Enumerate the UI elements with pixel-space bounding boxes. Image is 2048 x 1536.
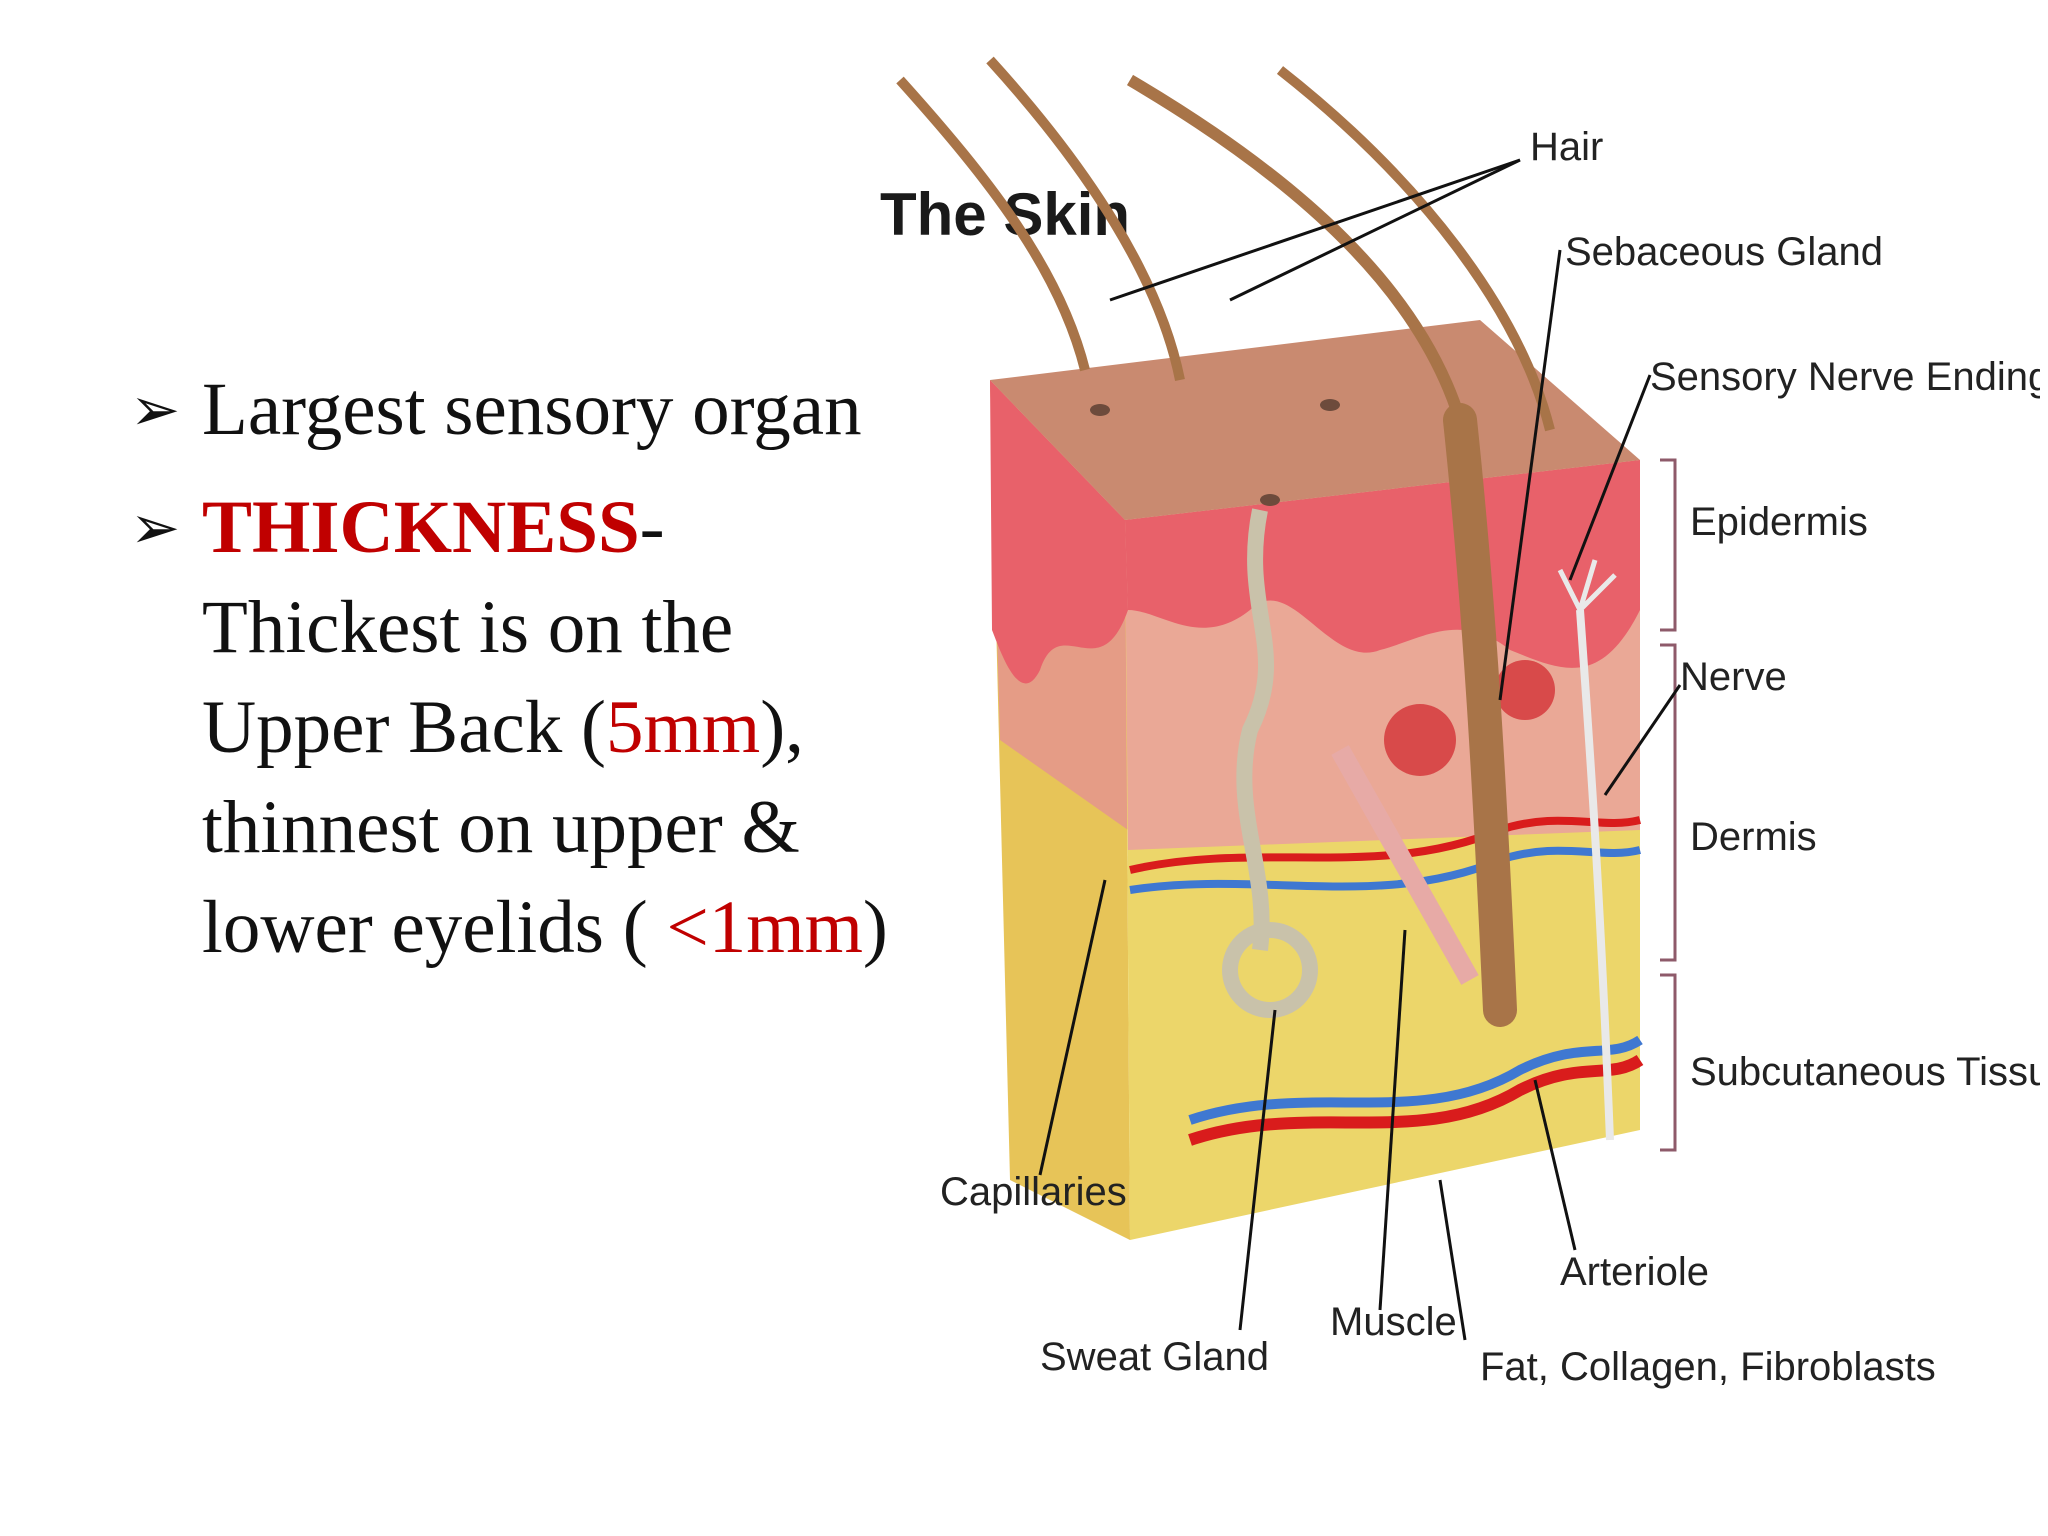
bullet-text: THICKNESS- Thickest is on the Upper Back… (202, 478, 890, 978)
label-epidermis: Epidermis (1690, 500, 1868, 544)
vein-deep (1188, 1035, 1643, 1125)
thickness-term: THICKNESS (202, 486, 640, 569)
dermis-bracket (1660, 643, 1677, 962)
label-sebaceous-gland: Sebaceous Gland (1565, 230, 1883, 274)
thickness-text-2: ), thinnest on upper & lower eyelids ( (202, 686, 804, 969)
hair-strands (896, 56, 1555, 432)
sebaceous-leader (1498, 249, 1562, 701)
label-arteriole: Arteriole (1560, 1250, 1709, 1294)
epidermis-side (990, 380, 1128, 684)
subcutaneous-bracket (1660, 973, 1677, 1152)
bullet-text: Largest sensory organ (202, 368, 862, 451)
label-hair: Hair (1530, 125, 1603, 169)
epidermis-bracket (1660, 458, 1677, 632)
vein-dermis (1129, 846, 1641, 894)
bullet-list: ➢ Largest sensory organ ➢ THICKNESS- Thi… (130, 360, 890, 996)
label-dermis: Dermis (1690, 815, 1817, 859)
thickness-text-3: ) (862, 886, 888, 969)
pore (1260, 494, 1280, 506)
pore (1090, 404, 1110, 416)
sensory-leader (1568, 374, 1652, 581)
nerve-ending (1557, 559, 1617, 612)
label-nerve: Nerve (1680, 655, 1787, 699)
hair-strand (896, 76, 1090, 372)
hair-strand (986, 56, 1185, 381)
nerve-fiber (1576, 609, 1614, 1141)
sweat-gland-coil (1222, 922, 1318, 1018)
hair-strand (1126, 74, 1466, 422)
thickness-dash: - (639, 486, 665, 569)
hair-leader (1109, 158, 1521, 302)
bullet-thickness: ➢ THICKNESS- Thickest is on the Upper Ba… (130, 478, 890, 978)
hair-leader (1229, 158, 1521, 302)
thickness-text-1: Thickest is on the Upper Back ( (202, 586, 734, 769)
artery-deep (1188, 1054, 1644, 1146)
label-muscle: Muscle (1330, 1300, 1457, 1344)
leader-lines (1038, 158, 1682, 1341)
sweat-duct (1236, 508, 1275, 951)
sweat-leader (1238, 1009, 1277, 1331)
label-subcutaneous-tissue: Subcutaneous Tissue (1690, 1050, 2040, 1094)
capillaries-leader (1038, 879, 1107, 1176)
skin-block (990, 320, 1644, 1240)
nerve-leader (1603, 684, 1682, 796)
arteriole-leader (1533, 1079, 1577, 1251)
layer-brackets (1660, 458, 1677, 1152)
label-fat-collagen-fibroblasts: Fat, Collagen, Fibroblasts (1480, 1345, 1936, 1389)
sebaceous-gland-shape (1384, 704, 1456, 776)
pore (1320, 399, 1340, 411)
skin-diagram: The Skin (880, 56, 2040, 1389)
thickness-value-eyelid: <1mm (666, 886, 863, 969)
muscle-leader (1378, 929, 1407, 1311)
hair-strand (1276, 66, 1555, 432)
thickness-value-back: 5mm (606, 686, 761, 769)
fat-leader (1438, 1179, 1467, 1341)
label-capillaries: Capillaries (940, 1170, 1127, 1214)
hair-follicle (1443, 403, 1517, 1027)
arrow-bullet-icon: ➢ (130, 377, 181, 443)
bullet-largest-organ: ➢ Largest sensory organ (130, 360, 890, 460)
muscle-shape (1331, 745, 1479, 985)
sebaceous-gland-shape (1495, 660, 1555, 720)
arrow-bullet-icon: ➢ (130, 495, 181, 561)
label-sensory-nerve-ending: Sensory Nerve Ending (1650, 355, 2040, 399)
label-sweat-gland: Sweat Gland (1040, 1335, 1269, 1379)
